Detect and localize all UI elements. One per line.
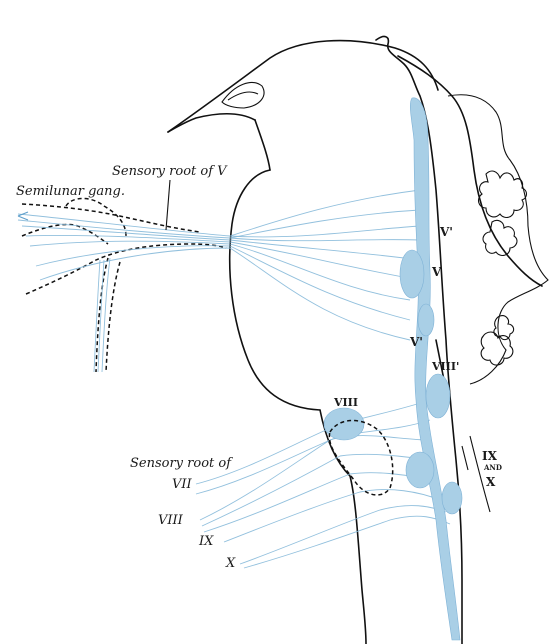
label-ix-and-x-top: IX xyxy=(482,449,498,463)
label-nucleus-v-prime-upper: V' xyxy=(439,225,453,239)
trigeminal-fibers xyxy=(17,189,421,373)
semilunar-ganglion xyxy=(21,197,227,373)
sensory-nucleus-column xyxy=(323,97,463,641)
choroid-plexus xyxy=(447,94,549,385)
label-nucleus-viii-prime: VIII' xyxy=(431,360,459,373)
label-nucleus-viii-center: VIII xyxy=(333,396,358,409)
label-ix-and-x-and: AND xyxy=(483,463,502,472)
label-nucleus-v: V xyxy=(431,265,442,279)
label-nucleus-v-prime-lower: V' xyxy=(409,335,423,349)
nucleus-viii-outline xyxy=(328,419,394,496)
label-x: X xyxy=(225,556,236,571)
label-sensory-root-of: Sensory root of xyxy=(130,456,233,471)
leader-line-sensory-root-v xyxy=(165,179,171,231)
label-semilunar-gang: Semilunar gang. xyxy=(16,184,125,199)
label-sensory-root-v: Sensory root of V xyxy=(112,164,228,179)
label-viii: VIII xyxy=(158,513,184,528)
label-vii: VII xyxy=(172,477,193,492)
ix-x-bracket xyxy=(461,435,491,513)
labels: Sensory root of V Semilunar gang. Sensor… xyxy=(16,164,502,571)
label-ix-and-x-bottom: X xyxy=(486,475,496,489)
label-ix: IX xyxy=(198,534,214,549)
cerebellum-outline xyxy=(167,39,439,171)
brainstem-right-edge xyxy=(375,35,543,644)
